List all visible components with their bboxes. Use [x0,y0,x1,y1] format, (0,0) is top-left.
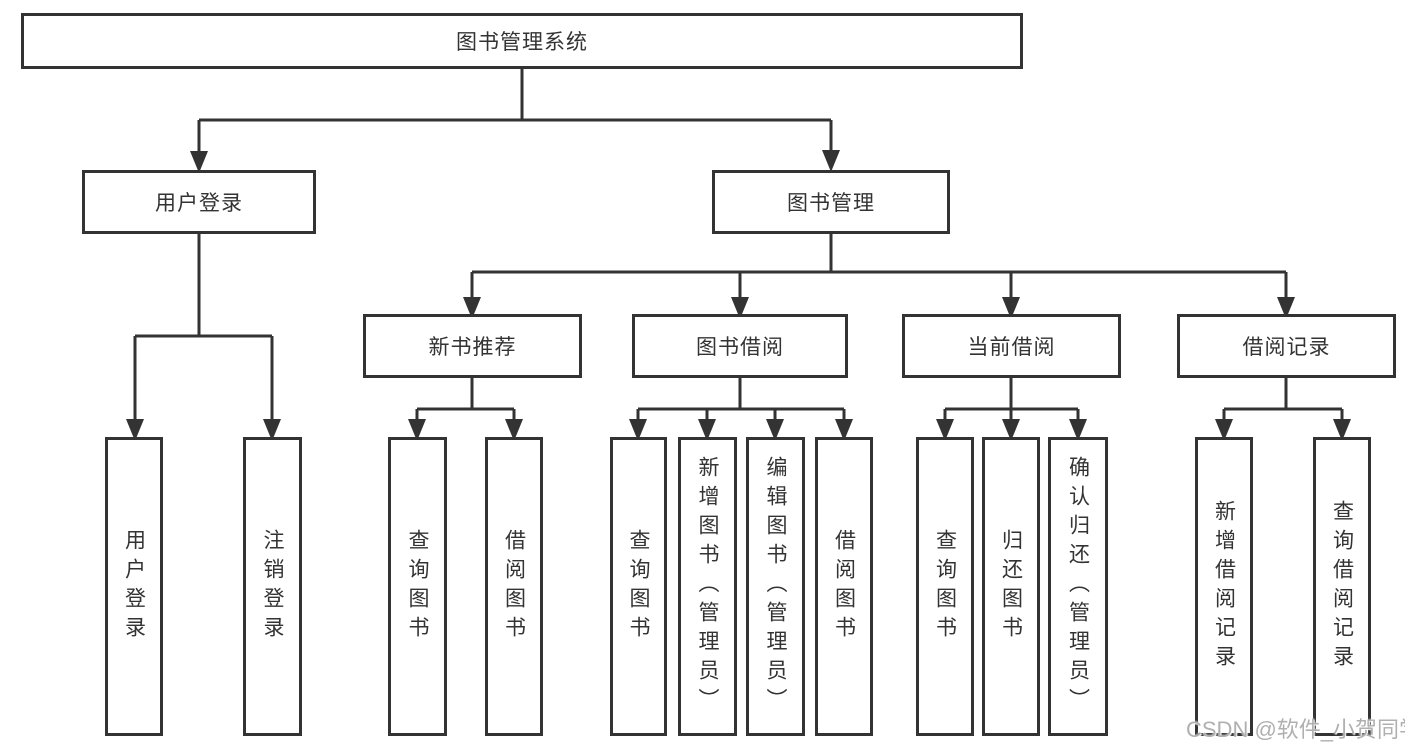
node-label: 新增图书（管理员） [696,456,719,717]
leaf-logout: 注销登录 [243,437,302,736]
node-user-login: 用户登录 [82,170,316,234]
arrowhead [1069,419,1087,441]
arrowhead [698,419,716,441]
watermark: CSDN @软件_小贺同学 [1186,717,1405,742]
node-library-system: 图书管理系统 [21,13,1023,69]
node-label: 借阅记录 [1242,336,1331,359]
node-current-borrow: 当前借阅 [902,314,1121,378]
node-label: 图书管理系统 [456,31,588,54]
leaf-add-book-admin: 新增图书（管理员） [678,437,737,736]
leaf-edit-book-admin: 编辑图书（管理员） [746,437,805,736]
arrowhead [1215,419,1233,441]
node-borrow-records: 借阅记录 [1177,314,1396,378]
node-book-borrow: 图书借阅 [632,314,848,378]
node-book-management: 图书管理 [712,170,950,234]
leaf-query-borrow-record: 查询借阅记录 [1313,437,1371,736]
node-label: 确认归还（管理员） [1066,456,1090,717]
leaf-return-book: 归还图书 [982,437,1040,736]
node-label: 查询借阅记录 [1330,499,1354,674]
node-label: 当前借阅 [967,336,1056,359]
node-label: 归还图书 [999,528,1023,645]
arrowhead [1333,419,1351,441]
leaf-add-borrow-record: 新增借阅记录 [1195,437,1253,736]
arrowhead [1002,419,1020,441]
node-label: 借阅图书 [832,528,856,645]
node-label: 图书管理 [787,192,875,215]
arrowhead [463,297,481,319]
node-label: 借阅图书 [502,528,526,645]
node-label: 查询图书 [406,528,429,645]
arrowhead [766,419,784,441]
arrowhead [1002,297,1020,319]
node-label: 用户登录 [155,192,243,215]
node-label: 图书借阅 [696,336,784,359]
node-label: 注销登录 [261,528,284,645]
leaf-query-books-2: 查询图书 [610,437,667,736]
leaf-query-books-1: 查询图书 [388,437,447,736]
leaf-confirm-return-admin: 确认归还（管理员） [1048,437,1108,736]
arrowhead [936,419,954,441]
arrowhead [1277,297,1295,319]
arrowhead [505,419,523,441]
node-label: 查询图书 [933,528,957,645]
node-label: 编辑图书（管理员） [764,456,787,717]
arrowhead [822,150,840,172]
arrowhead [190,151,208,173]
arrowhead [629,419,647,441]
arrowhead [263,419,281,441]
leaf-borrow-books-1: 借阅图书 [485,437,543,736]
node-label: 查询图书 [627,528,650,645]
node-label: 新书推荐 [428,336,517,359]
leaf-borrow-books-2: 借阅图书 [815,437,873,736]
arrowhead [126,419,144,441]
leaf-query-books-3: 查询图书 [916,437,974,736]
arrowhead [731,297,749,319]
node-label: 用户登录 [122,528,146,645]
arrowhead [835,419,853,441]
leaf-user-login: 用户登录 [105,437,163,736]
node-new-book-recommend: 新书推荐 [363,314,582,378]
node-label: 新增借阅记录 [1212,499,1236,674]
arrowhead [408,419,426,441]
